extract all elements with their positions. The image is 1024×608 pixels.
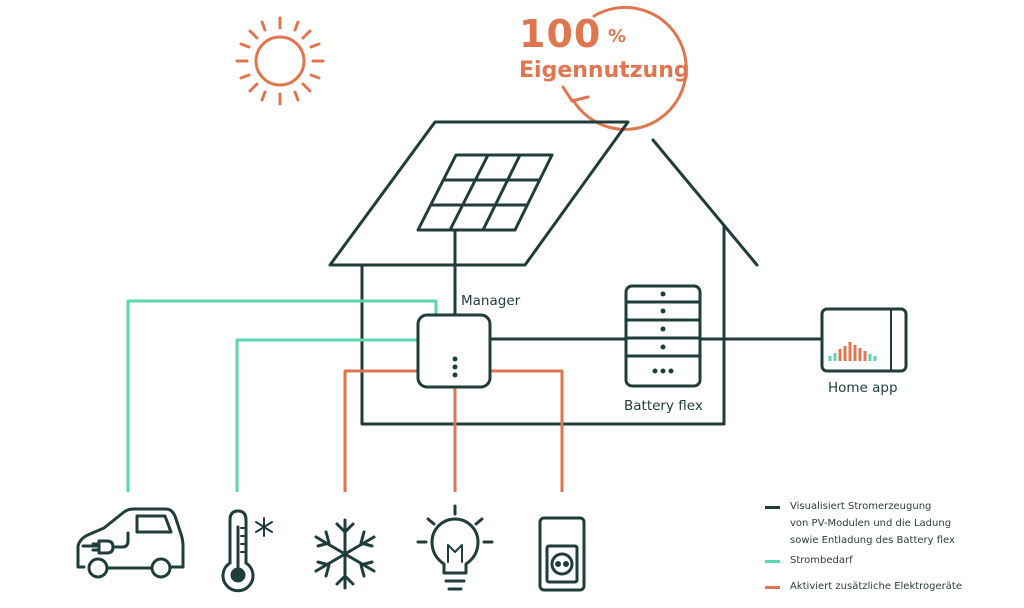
- snowflake-icon: [314, 518, 376, 590]
- activation-lines: [343, 369, 564, 492]
- generation-lines: [453, 230, 822, 341]
- manager-label: Manager: [461, 293, 521, 309]
- battery-label: Battery flex: [624, 398, 703, 414]
- legend-text: von PV-Modulen und die Ladung: [790, 518, 952, 529]
- car-icon: [76, 507, 185, 579]
- legend-item-activation: Aktiviert zusätzliche Elektrogeräte: [790, 578, 962, 595]
- self-consumption-unit: %: [608, 26, 627, 47]
- legend-swatch-orange: [765, 586, 780, 589]
- manager-device-icon: [416, 313, 492, 389]
- tablet-icon: [820, 307, 908, 373]
- legend-swatch-mint: [765, 560, 780, 563]
- battery-icon: [624, 284, 702, 388]
- legend-item-generation: Visualisiert Stromerzeugung von PV-Modul…: [790, 498, 955, 549]
- legend-text: Aktiviert zusätzliche Elektrogeräte: [790, 581, 962, 592]
- lightbulb-icon: [416, 504, 494, 591]
- refresh-arrow-icon: [561, 5, 688, 131]
- self-consumption-label: Eigennutzung: [519, 58, 690, 83]
- self-consumption-value: 100: [519, 12, 602, 56]
- legend-swatch-dark: [765, 506, 780, 509]
- demand-lines: [126, 299, 438, 492]
- legend-text: Strombedarf: [790, 555, 853, 566]
- thermometer-icon: [221, 509, 273, 593]
- socket-icon: [538, 516, 586, 592]
- solar-panel-icon: [416, 153, 554, 232]
- legend-text: sowie Entladung des Battery flex: [790, 535, 955, 546]
- legend-item-demand: Strombedarf: [790, 552, 853, 569]
- house-icon: [328, 120, 759, 426]
- legend-text: Visualisiert Stromerzeugung: [790, 501, 932, 512]
- sun-icon: [235, 16, 325, 106]
- home-app-label: Home app: [828, 380, 898, 396]
